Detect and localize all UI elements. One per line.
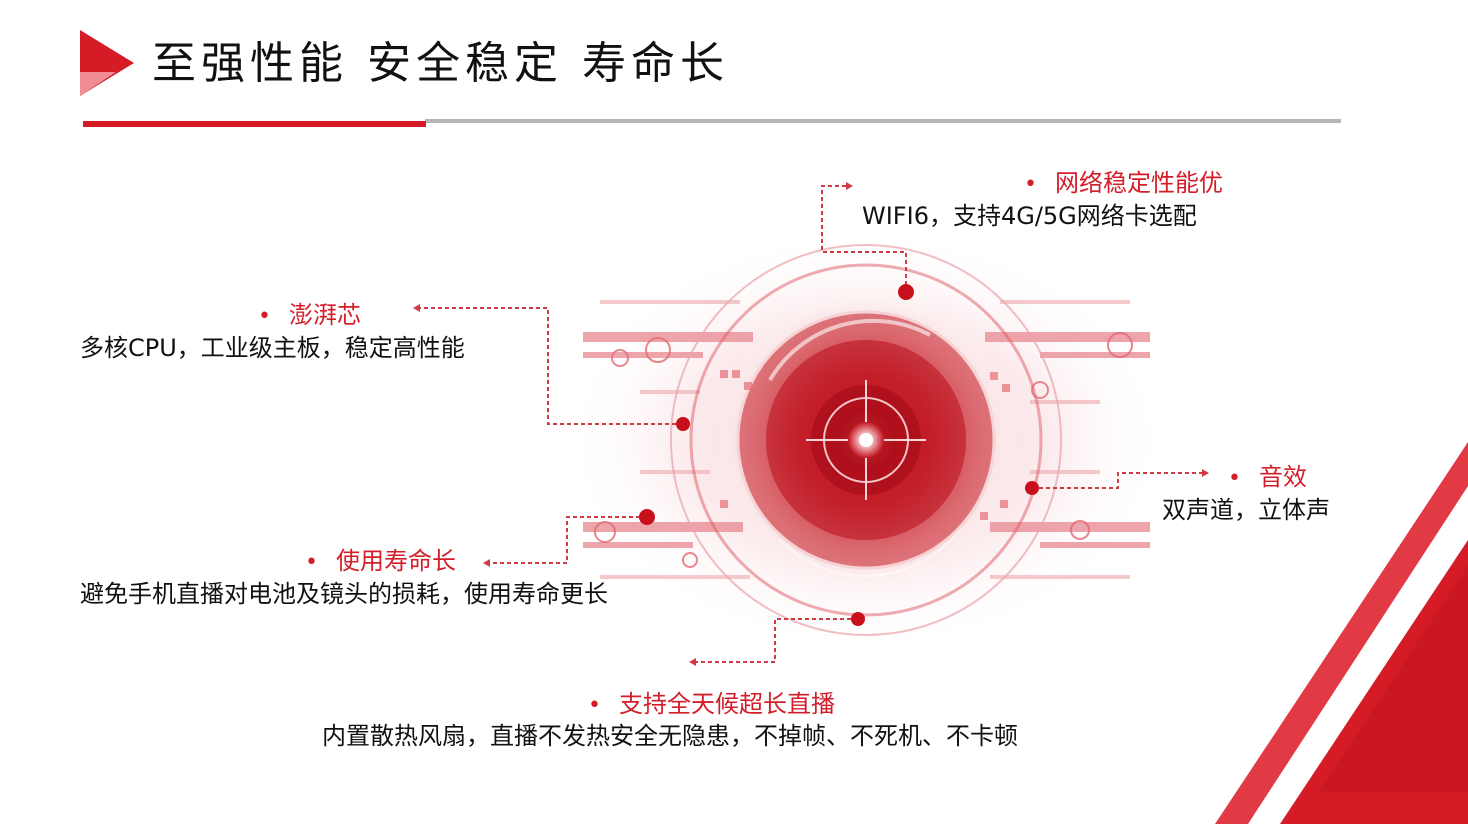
feature-lifespan-title-text: 使用寿命长 xyxy=(335,547,456,575)
bullet-icon: • xyxy=(1024,172,1037,197)
feature-audio-title: • 音效 xyxy=(1228,461,1307,495)
red-triangle-arrow-icon xyxy=(80,30,134,96)
page-title: 至强性能 安全稳定 寿命长 xyxy=(152,38,729,89)
feature-network-title: • 网络稳定性能优 xyxy=(1024,167,1223,201)
feature-allday-title-text: 支持全天候超长直播 xyxy=(618,690,835,718)
feature-network-title-text: 网络稳定性能优 xyxy=(1054,169,1223,197)
feature-chip-title: • 澎湃芯 xyxy=(258,299,361,333)
feature-chip-title-text: 澎湃芯 xyxy=(288,301,361,329)
feature-network-desc: WIFI6，支持4G/5G网络卡选配 xyxy=(862,202,1197,230)
feature-allday-desc: 内置散热风扇，直播不发热安全无隐患，不掉帧、不死机、不卡顿 xyxy=(322,722,1018,750)
header-divider-gray xyxy=(425,119,1341,123)
bullet-icon: • xyxy=(1228,466,1241,491)
bullet-icon: • xyxy=(588,693,601,718)
feature-audio-desc: 双声道，立体声 xyxy=(1162,496,1330,524)
feature-allday-title: • 支持全天候超长直播 xyxy=(588,688,835,722)
bullet-icon: • xyxy=(305,550,318,575)
feature-chip-desc: 多核CPU，工业级主板，稳定高性能 xyxy=(80,334,465,362)
feature-lifespan-title: • 使用寿命长 xyxy=(305,545,456,579)
bullet-icon: • xyxy=(258,304,271,329)
feature-audio-title-text: 音效 xyxy=(1258,463,1307,491)
feature-lifespan-desc: 避免手机直播对电池及镜头的损耗，使用寿命更长 xyxy=(80,580,608,608)
header-divider-red xyxy=(83,121,426,127)
